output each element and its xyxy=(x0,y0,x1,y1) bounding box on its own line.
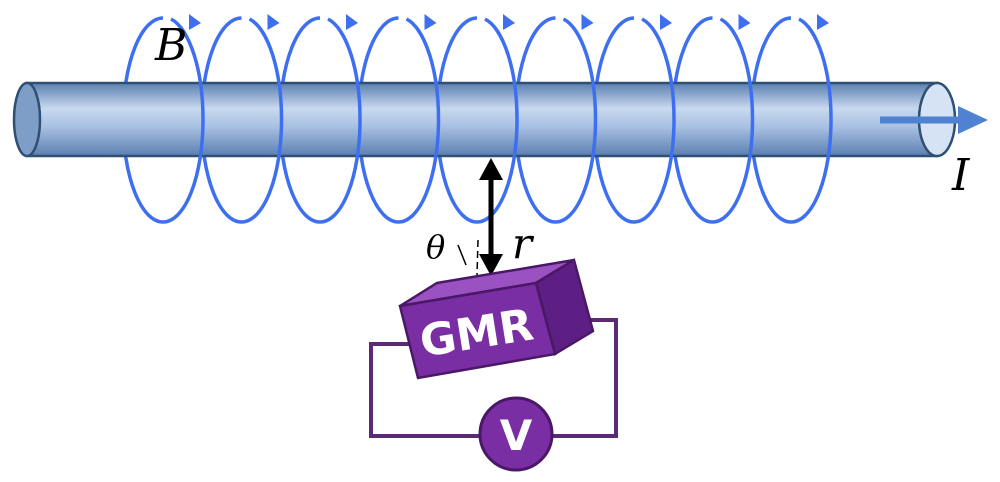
field-loop-arrowhead xyxy=(817,14,829,30)
current-label: I xyxy=(951,150,971,201)
field-loop-arrowhead xyxy=(581,14,594,30)
field-loop-front xyxy=(398,17,441,224)
field-loop-front xyxy=(162,17,205,224)
current-direction-arrow xyxy=(880,106,988,134)
field-loop-arrowhead xyxy=(189,14,201,30)
voltmeter-circle xyxy=(478,396,554,472)
field-loop-arrowhead xyxy=(738,14,751,30)
field-loop-front xyxy=(712,17,755,224)
field-loop-arrowhead xyxy=(424,14,437,30)
voltmeter: V xyxy=(478,396,554,472)
wire-body xyxy=(25,81,939,158)
field-loop-front xyxy=(319,17,362,224)
gmr-front-face xyxy=(398,281,557,380)
field-loop-arrowhead xyxy=(660,14,672,30)
field-loop-arrowhead xyxy=(267,14,280,30)
angle-label: θ xyxy=(426,228,445,266)
distance-label: r xyxy=(512,219,535,268)
field-loop-front xyxy=(241,17,284,224)
distance-arrow xyxy=(479,158,503,276)
field-loop-front xyxy=(555,17,598,224)
current-carrying-wire xyxy=(12,81,957,158)
field-loop-arrowhead xyxy=(503,14,515,30)
field-loop-arrowhead xyxy=(346,14,358,30)
circuit-left-lead xyxy=(369,342,480,438)
field-label: B xyxy=(154,20,187,71)
field-loops-front xyxy=(162,14,833,224)
wire-left-cap xyxy=(12,81,42,158)
field-loop-front xyxy=(790,17,833,224)
voltmeter-label: V xyxy=(500,411,533,460)
field-loop-front xyxy=(633,17,676,224)
gmr-sensor: GMR xyxy=(398,258,595,380)
field-loop-front xyxy=(476,17,519,224)
